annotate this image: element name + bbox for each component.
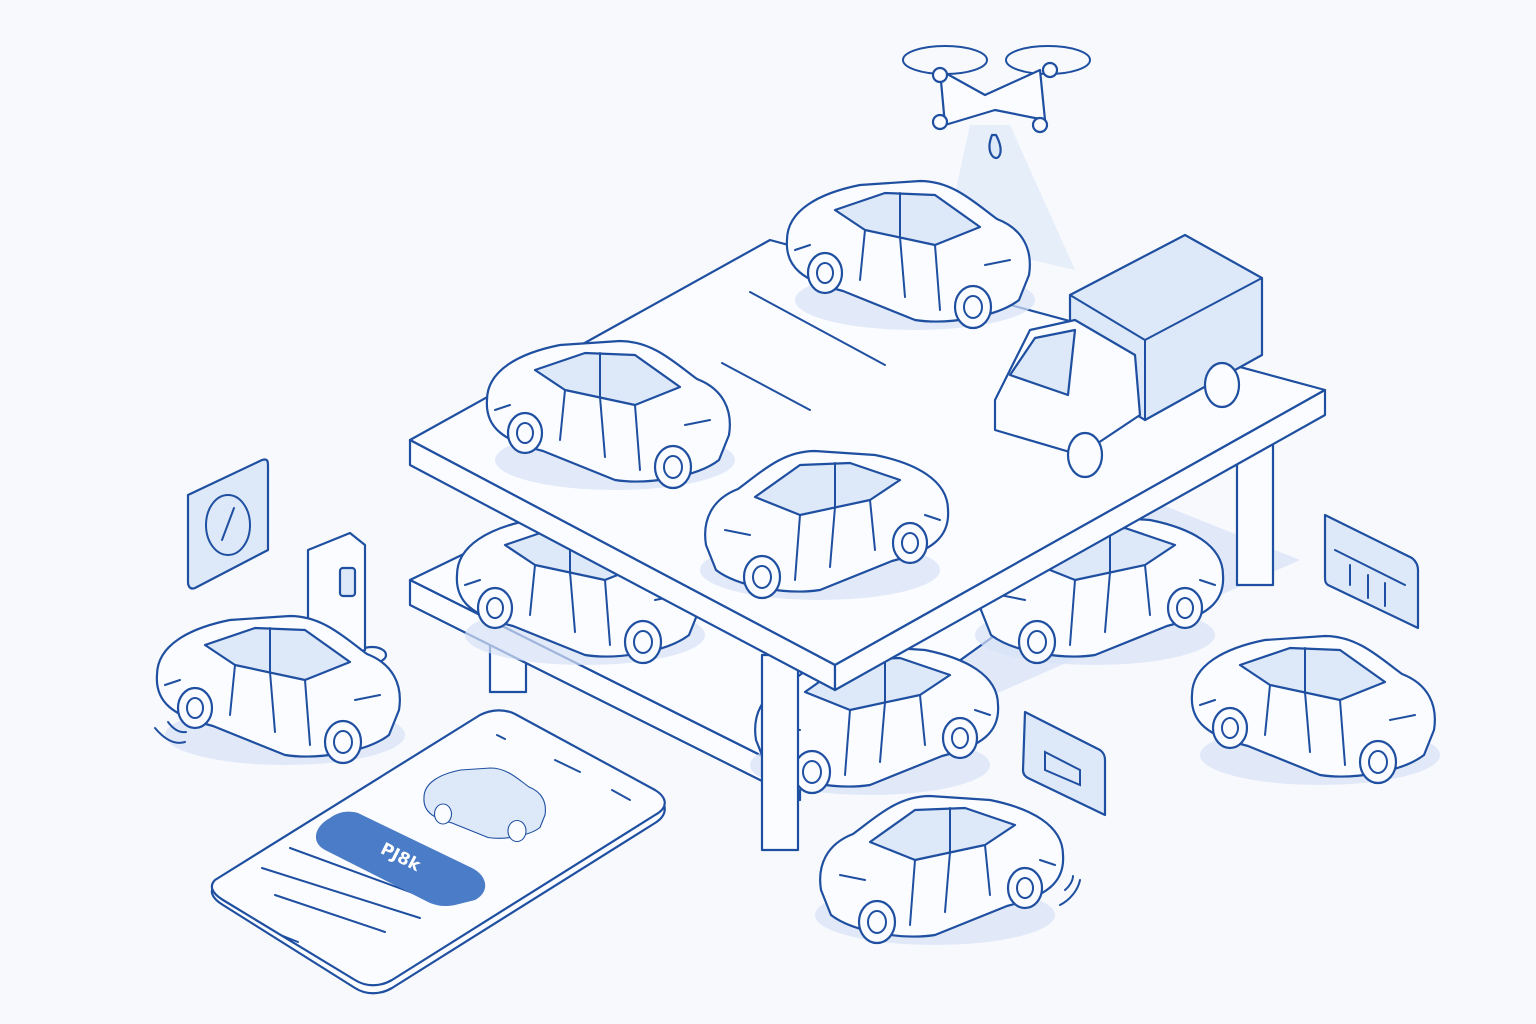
smartphone-app: PJ8k — [210, 709, 666, 995]
pillar — [760, 653, 800, 852]
barrier-sign-icon — [1323, 513, 1420, 630]
pillar — [1235, 443, 1275, 587]
car-icon — [423, 767, 546, 843]
car-sign-icon — [1021, 710, 1107, 817]
park-button[interactable]: PJ8k — [315, 811, 486, 907]
car-right — [1190, 634, 1442, 787]
motion-lines — [154, 721, 187, 744]
speedometer-sign-icon — [186, 458, 270, 590]
car-arriving — [813, 794, 1065, 947]
motion-lines — [1059, 875, 1081, 906]
car-charging — [155, 614, 407, 767]
truck-icon — [993, 233, 1264, 479]
